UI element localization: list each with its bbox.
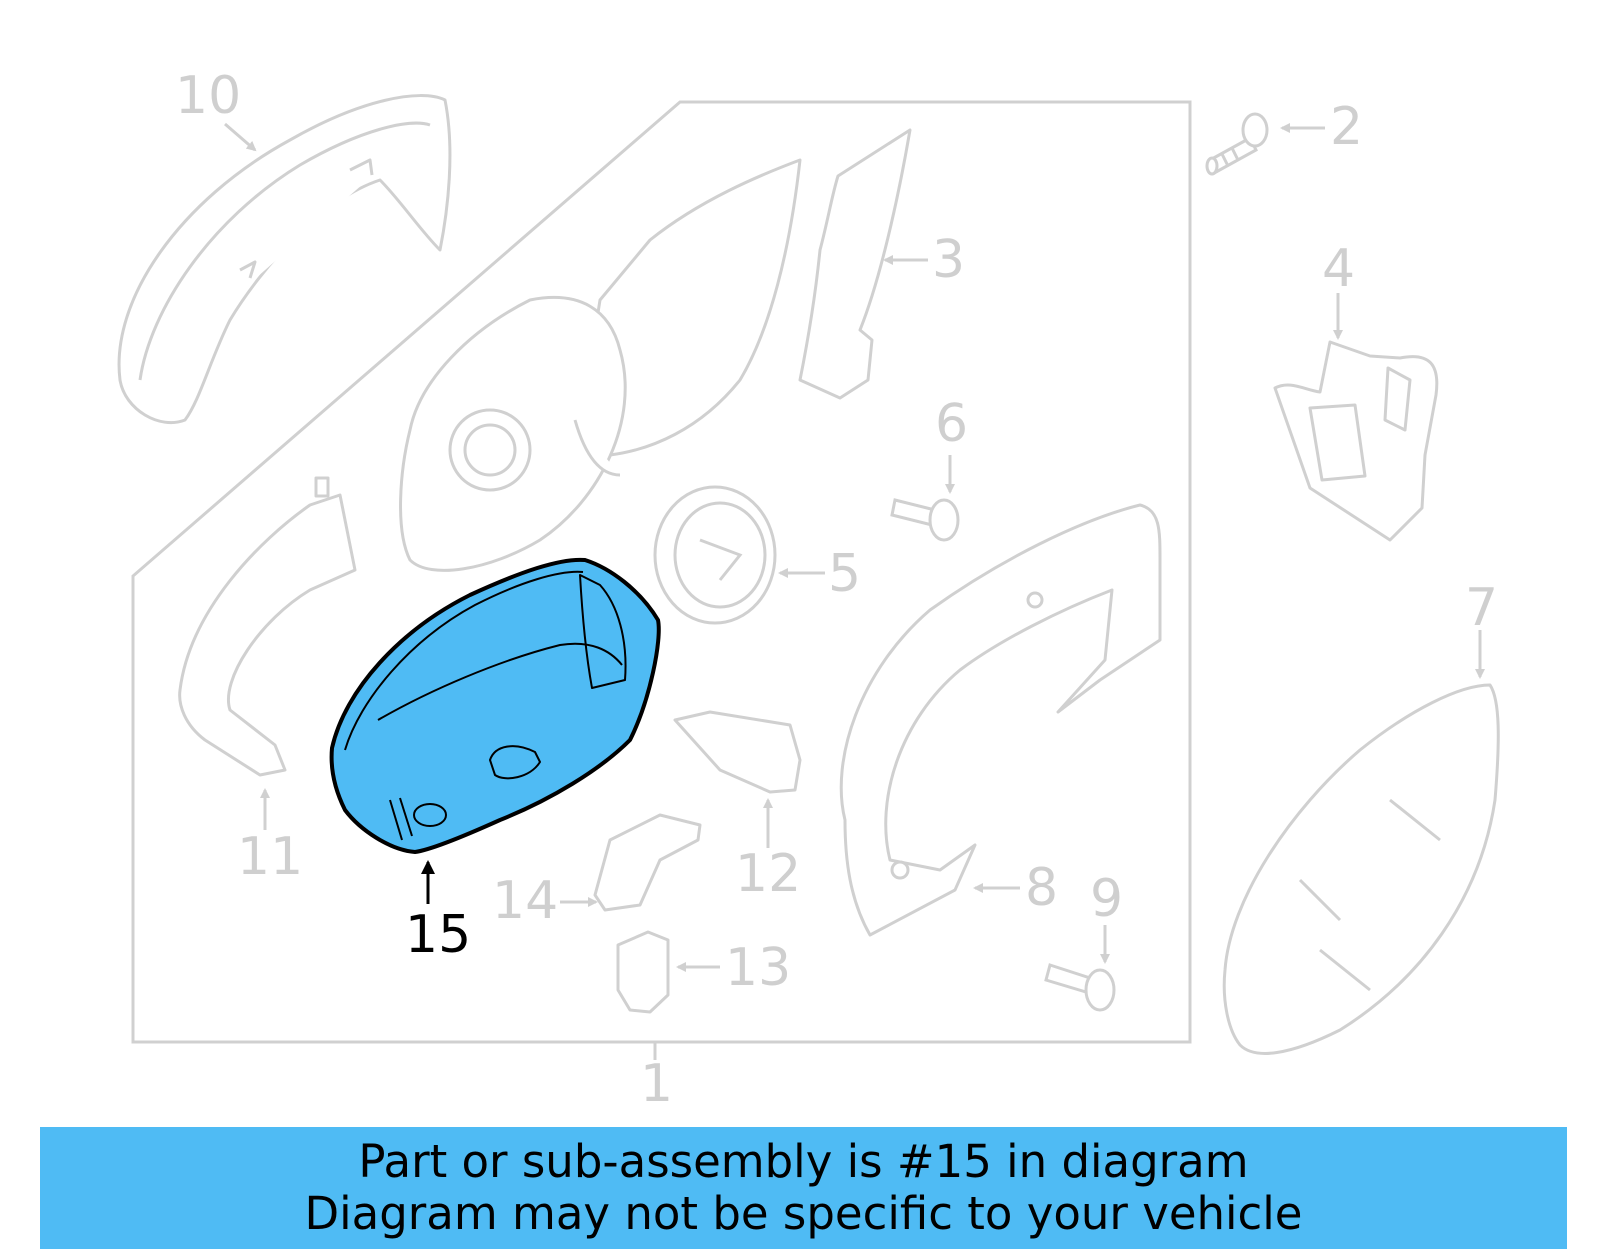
part-6-screw[interactable] bbox=[890, 498, 960, 542]
part-4-bracket[interactable] bbox=[1273, 340, 1439, 542]
part-15-highlighted-cover[interactable] bbox=[329, 557, 661, 854]
banner-part-note: Part or sub-assembly is #15 in diagram bbox=[358, 1135, 1249, 1188]
part-5-motor[interactable] bbox=[653, 485, 777, 625]
callout-13[interactable]: 13 bbox=[725, 938, 792, 998]
callout-9[interactable]: 9 bbox=[1090, 869, 1124, 929]
part-3-gasket[interactable] bbox=[798, 128, 912, 400]
callout-7[interactable]: 7 bbox=[1465, 578, 1499, 638]
callout-2[interactable]: 2 bbox=[1330, 97, 1364, 157]
part-7-mirror-glass[interactable] bbox=[1222, 683, 1500, 1055]
callout-12[interactable]: 12 bbox=[735, 844, 802, 904]
arrow-10 bbox=[224, 122, 257, 152]
banner-disclaimer: Diagram may not be specific to your vehi… bbox=[304, 1187, 1303, 1240]
part-12-cover[interactable] bbox=[673, 710, 802, 794]
callout-1[interactable]: 1 bbox=[640, 1054, 674, 1114]
info-banner: Part or sub-assembly is #15 in diagram D… bbox=[40, 1127, 1567, 1249]
part-14-bracket[interactable] bbox=[593, 813, 702, 912]
part-2-bolt[interactable] bbox=[1205, 112, 1269, 176]
callout-6[interactable]: 6 bbox=[935, 394, 969, 454]
callout-15[interactable]: 15 bbox=[405, 905, 472, 965]
callout-8[interactable]: 8 bbox=[1025, 858, 1059, 918]
callout-11[interactable]: 11 bbox=[237, 827, 304, 887]
part-8-frame[interactable] bbox=[839, 503, 1162, 937]
callout-4[interactable]: 4 bbox=[1322, 239, 1356, 299]
callout-14[interactable]: 14 bbox=[492, 871, 559, 931]
callout-5[interactable]: 5 bbox=[828, 544, 862, 604]
callout-10[interactable]: 10 bbox=[175, 66, 242, 126]
part-13-actuator[interactable] bbox=[616, 930, 670, 1014]
part-9-screw[interactable] bbox=[1044, 963, 1116, 1012]
part-mirror-base bbox=[399, 158, 802, 572]
callout-3[interactable]: 3 bbox=[932, 230, 966, 290]
part-11-turn-signal[interactable] bbox=[178, 476, 357, 777]
part-10-mirror-cover[interactable] bbox=[117, 94, 452, 425]
assembly-frame bbox=[131, 100, 1192, 1060]
